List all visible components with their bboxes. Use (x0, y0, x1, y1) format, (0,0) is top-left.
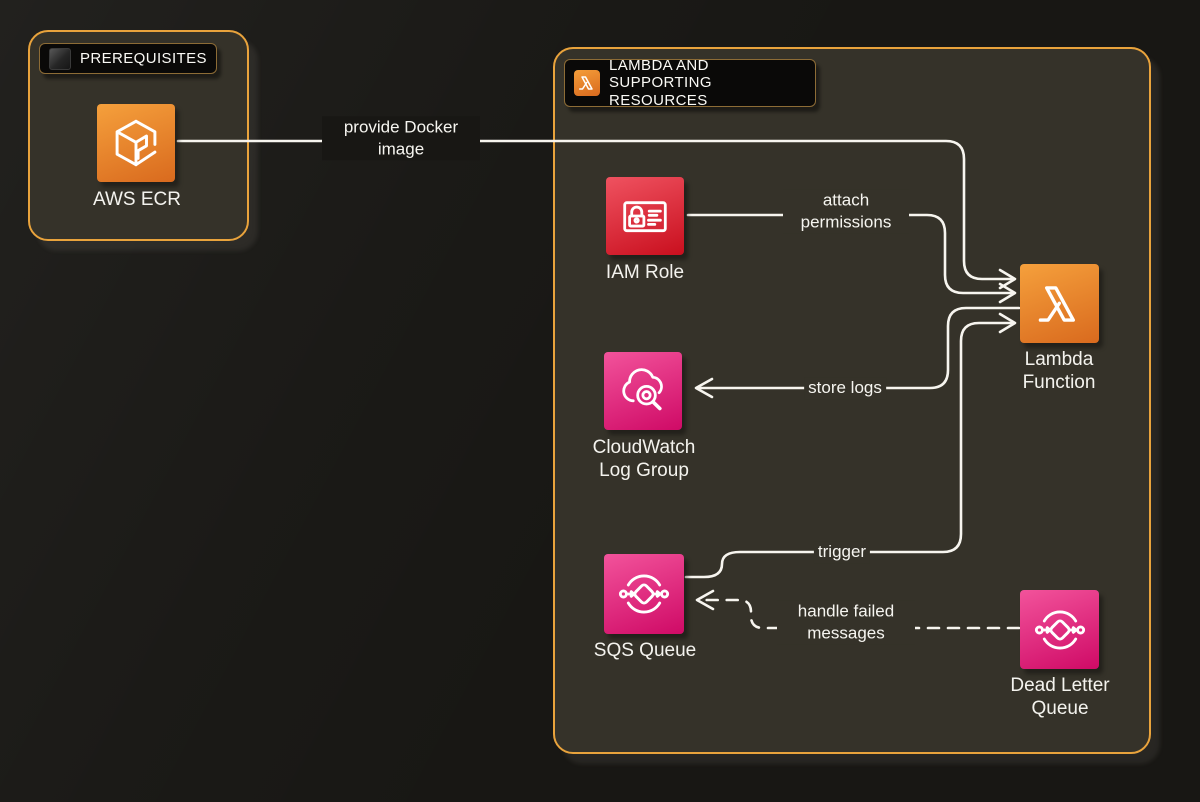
edge-label-trigger: trigger (813, 541, 871, 563)
edge-label-provide-docker-image: provide Docker image (322, 116, 480, 160)
edge-label-store-logs: store logs (804, 377, 886, 399)
group-prerequisites-header: PREREQUISITES (39, 43, 217, 74)
lambda-icon (574, 70, 600, 96)
arrowhead-icon (694, 377, 714, 399)
arrowhead-icon (998, 282, 1017, 304)
group-lambda-resources-header: LAMBDA AND SUPPORTING RESOURCES (564, 56, 816, 109)
arrowhead-icon (998, 312, 1017, 334)
swatch-icon (49, 47, 71, 70)
group-prerequisites: PREREQUISITES (28, 30, 249, 241)
edge-trigger (684, 312, 1017, 579)
edge-attach-permissions (686, 213, 1017, 304)
group-lambda-resources-label: LAMBDA AND SUPPORTING RESOURCES (609, 56, 712, 109)
group-prerequisites-label: PREREQUISITES (80, 49, 207, 67)
edge-handle-failed-messages (695, 589, 1021, 630)
edge-provide-docker-image (176, 139, 1017, 290)
edge-label-handle-failed-messages: handle failed messages (777, 600, 915, 644)
arrowhead-icon (998, 268, 1017, 290)
edge-store-logs (694, 306, 1021, 399)
arrowhead-icon (695, 589, 715, 611)
edge-label-attach-permissions: attach permissions (783, 189, 909, 233)
